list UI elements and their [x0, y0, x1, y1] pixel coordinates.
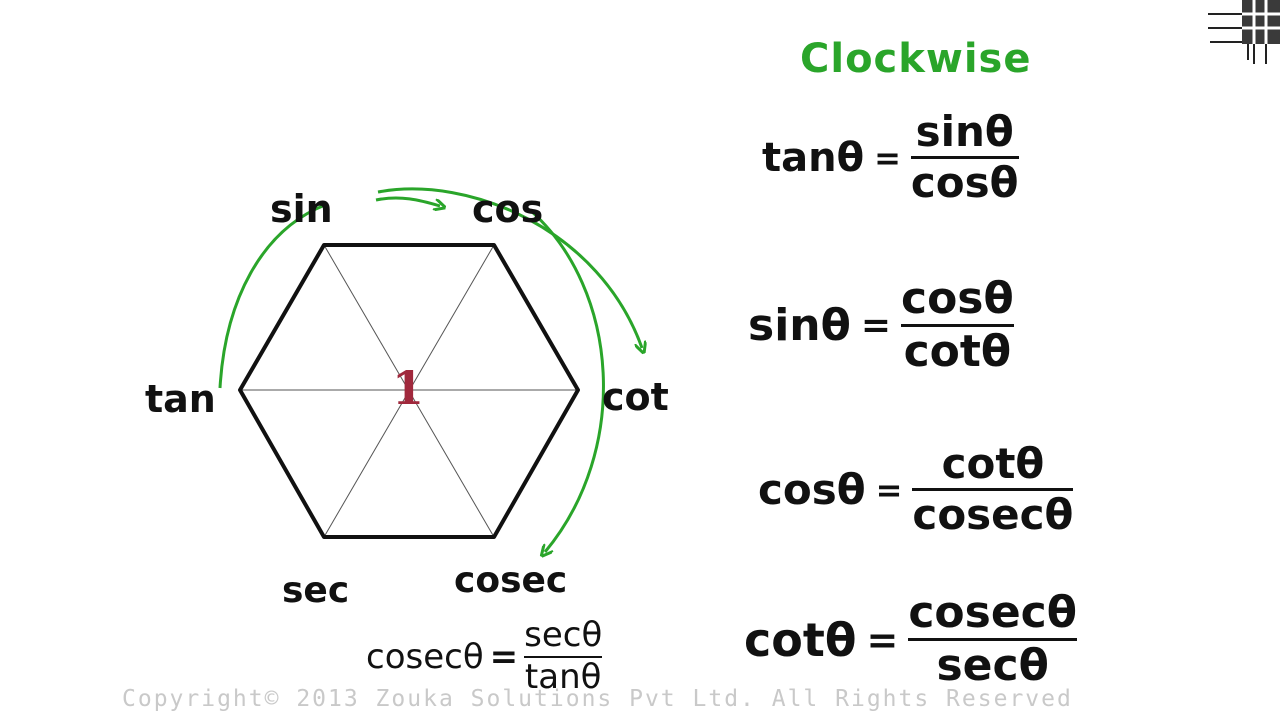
equation-tan: tanθ = sinθ cosθ — [762, 107, 1019, 208]
arrow-cot-to-cosec — [529, 208, 605, 552]
arrow-tan-to-sin — [218, 203, 326, 389]
label-sin: sin — [270, 187, 333, 231]
fraction-bar — [910, 156, 1019, 160]
numerator: cosθ — [901, 273, 1014, 324]
equals-sign: = — [875, 470, 903, 509]
numerator: secθ — [524, 615, 603, 655]
fraction-bar — [524, 655, 603, 658]
hexagon-spokes — [240, 244, 578, 538]
equation-lhs: cotθ — [744, 612, 857, 667]
label-cosec: cosec — [454, 560, 567, 601]
equation-fraction: cosθ cotθ — [901, 273, 1014, 378]
equation-lhs: sinθ — [748, 300, 851, 352]
brand-logo-icon — [1208, 0, 1280, 64]
denominator: cosθ — [910, 158, 1019, 208]
equation-lhs: cosθ — [758, 465, 866, 515]
numerator: cosecθ — [908, 587, 1077, 638]
equation-fraction: secθ tanθ — [524, 615, 603, 697]
numerator: sinθ — [915, 107, 1014, 156]
center-value: 1 — [392, 361, 424, 415]
equals-sign: = — [866, 617, 899, 662]
arrow-sin-to-cos — [375, 196, 440, 206]
arrow-cos-to-cot — [377, 187, 642, 348]
equation-fraction: cosecθ secθ — [908, 587, 1077, 692]
equation-fraction: cotθ cosecθ — [912, 439, 1074, 540]
label-cot: cot — [602, 375, 669, 419]
label-sec: sec — [282, 570, 349, 611]
fraction-bar — [901, 324, 1014, 328]
equation-lhs: tanθ — [762, 134, 865, 181]
equation-lhs: cosecθ — [366, 636, 484, 677]
label-cos: cos — [472, 187, 543, 231]
denominator: tanθ — [524, 656, 602, 697]
fraction-bar — [912, 488, 1074, 492]
equation-cosec: cosecθ = secθ tanθ — [366, 615, 603, 697]
equation-fraction: sinθ cosθ — [910, 107, 1019, 208]
hexagon-outline — [238, 243, 580, 539]
denominator: cosecθ — [912, 490, 1074, 540]
equation-sin: sinθ = cosθ cotθ — [748, 273, 1014, 378]
equals-sign: = — [489, 636, 519, 677]
equation-cot: cotθ = cosecθ secθ — [744, 587, 1077, 692]
slide-title: Clockwise — [800, 36, 1032, 82]
equals-sign: = — [874, 138, 901, 177]
copyright-watermark: Copyright© 2013 Zouka Solutions Pvt Ltd.… — [122, 686, 1073, 712]
label-tan: tan — [145, 377, 216, 421]
denominator: cotθ — [903, 326, 1012, 378]
denominator: secθ — [936, 640, 1049, 692]
equation-cos: cosθ = cotθ cosecθ — [758, 439, 1074, 540]
fraction-bar — [908, 638, 1077, 642]
numerator: cotθ — [941, 439, 1045, 488]
equals-sign: = — [860, 305, 891, 347]
